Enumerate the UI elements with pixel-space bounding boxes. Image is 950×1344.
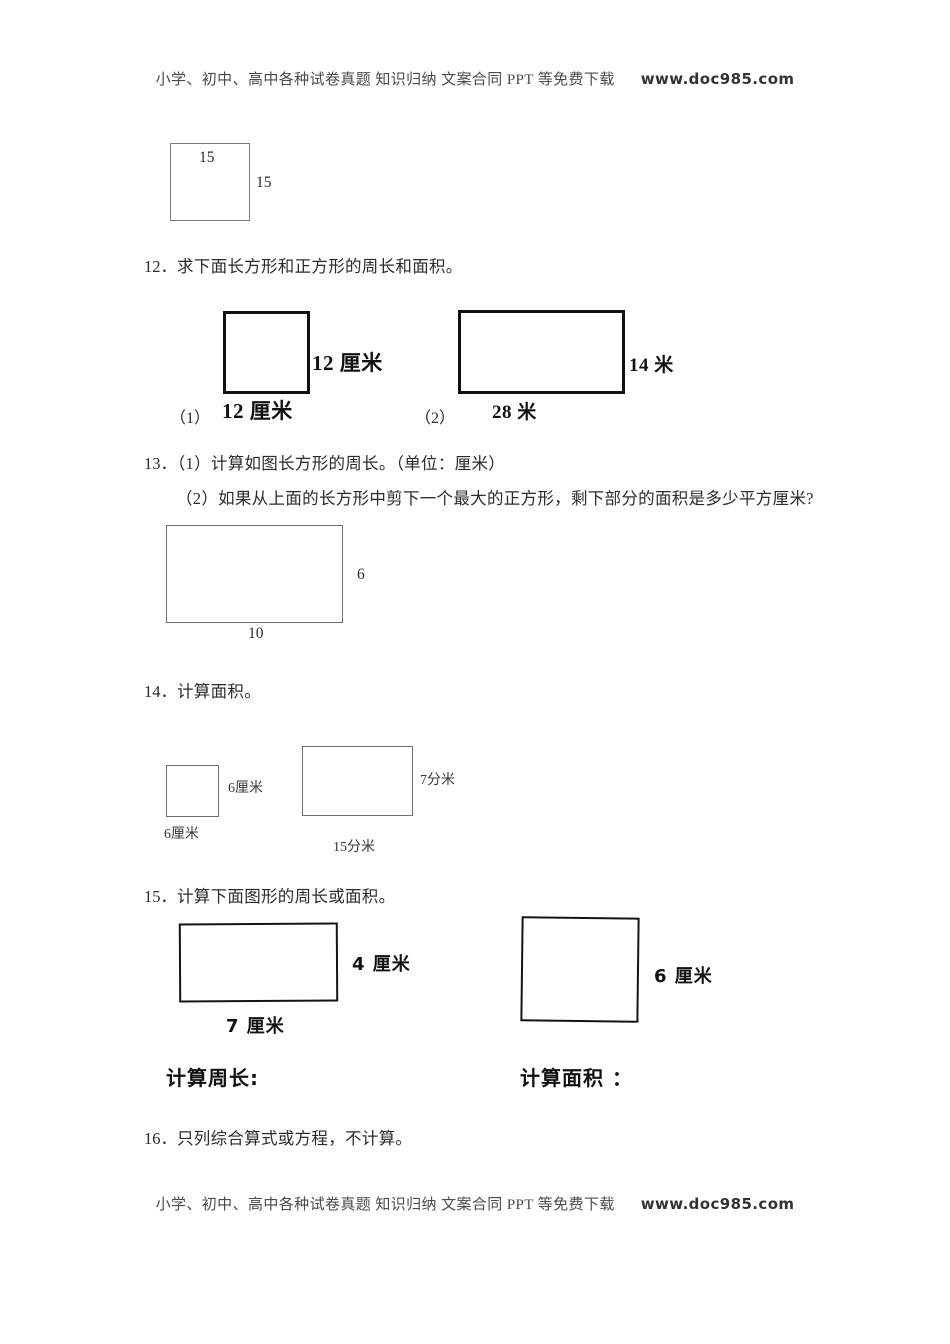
- question-13-line2: （2）如果从上面的长方形中剪下一个最大的正方形，剩下部分的面积是多少平方厘米?: [176, 487, 814, 512]
- q13-fig-right-label: 6: [357, 566, 365, 583]
- header-watermark-text: 小学、初中、高中各种试卷真题 知识归纳 文案合同 PPT 等免费下载: [155, 72, 615, 88]
- q15-fig1-task-label: 计算周长:: [166, 1066, 259, 1090]
- rectangle-shape: [458, 310, 625, 394]
- question-13-text2: （2）如果从上面的长方形中剪下一个最大的正方形，剩下部分的面积是多少平方厘米?: [176, 489, 814, 508]
- question-15-line: 15．计算下面图形的周长或面积。: [144, 885, 395, 910]
- header-watermark-url: www.doc985.com: [640, 70, 795, 88]
- q13-fig-bottom-label: 10: [248, 625, 264, 642]
- question-15-text: 计算下面图形的周长或面积。: [177, 887, 396, 906]
- footer-watermark-url: www.doc985.com: [640, 1195, 795, 1213]
- question-16-number: 16．: [144, 1129, 177, 1148]
- q12-fig2-right-label: 14 米: [629, 355, 674, 376]
- figure-top-label-right: 15: [256, 174, 272, 191]
- question-15-number: 15．: [144, 887, 177, 906]
- question-14-number: 14．: [144, 682, 177, 701]
- q12-fig2-paren: （2）: [415, 410, 456, 427]
- header-watermark: 小学、初中、高中各种试卷真题 知识归纳 文案合同 PPT 等免费下载 www.do…: [0, 68, 950, 89]
- square-shape: [223, 311, 310, 394]
- question-14-text: 计算面积。: [177, 682, 261, 701]
- q15-fig2-right-label: 6 厘米: [654, 966, 713, 987]
- question-13-number: 13．: [144, 454, 177, 473]
- q14-fig1-right-label: 6厘米: [228, 781, 263, 796]
- question-13-text1: （1）计算如图长方形的周长。（单位：厘米）: [177, 454, 506, 473]
- question-16-line: 16．只列综合算式或方程，不计算。: [144, 1127, 412, 1152]
- q14-fig2-bottom-label: 15分米: [333, 840, 375, 855]
- rectangle-shape: [166, 525, 343, 623]
- q15-fig1-bottom-label: 7 厘米: [226, 1016, 285, 1037]
- question-14-line: 14．计算面积。: [144, 680, 261, 705]
- q14-fig2-right-label: 7分米: [420, 773, 455, 788]
- q12-fig1-bottom-label: 12 厘米: [222, 399, 293, 423]
- footer-watermark-text: 小学、初中、高中各种试卷真题 知识归纳 文案合同 PPT 等免费下载: [155, 1197, 615, 1213]
- q12-fig2-bottom-label: 28 米: [492, 402, 537, 423]
- q15-fig1-right-label: 4 厘米: [352, 954, 411, 975]
- question-12-line: 12．求下面长方形和正方形的周长和面积。: [144, 255, 463, 280]
- q15-fig2-task-label: 计算面积 ：: [520, 1066, 633, 1090]
- q14-fig1-bottom-label: 6厘米: [164, 827, 199, 842]
- question-16-text: 只列综合算式或方程，不计算。: [177, 1129, 413, 1148]
- question-12-text: 求下面长方形和正方形的周长和面积。: [177, 257, 463, 276]
- square-shape: [166, 765, 219, 817]
- figure-top-label-top: 15: [199, 149, 215, 166]
- question-12-number: 12．: [144, 257, 177, 276]
- rectangle-shape: [302, 746, 413, 816]
- footer-watermark: 小学、初中、高中各种试卷真题 知识归纳 文案合同 PPT 等免费下载 www.do…: [0, 1193, 950, 1214]
- rectangle-shape: [178, 922, 339, 1003]
- q12-fig1-paren: （1）: [170, 410, 211, 427]
- square-shape: [520, 916, 640, 1023]
- question-13-line1: 13．（1）计算如图长方形的周长。（单位：厘米）: [144, 452, 505, 477]
- q12-fig1-right-label: 12 厘米: [312, 351, 383, 375]
- square-shape: [170, 143, 250, 221]
